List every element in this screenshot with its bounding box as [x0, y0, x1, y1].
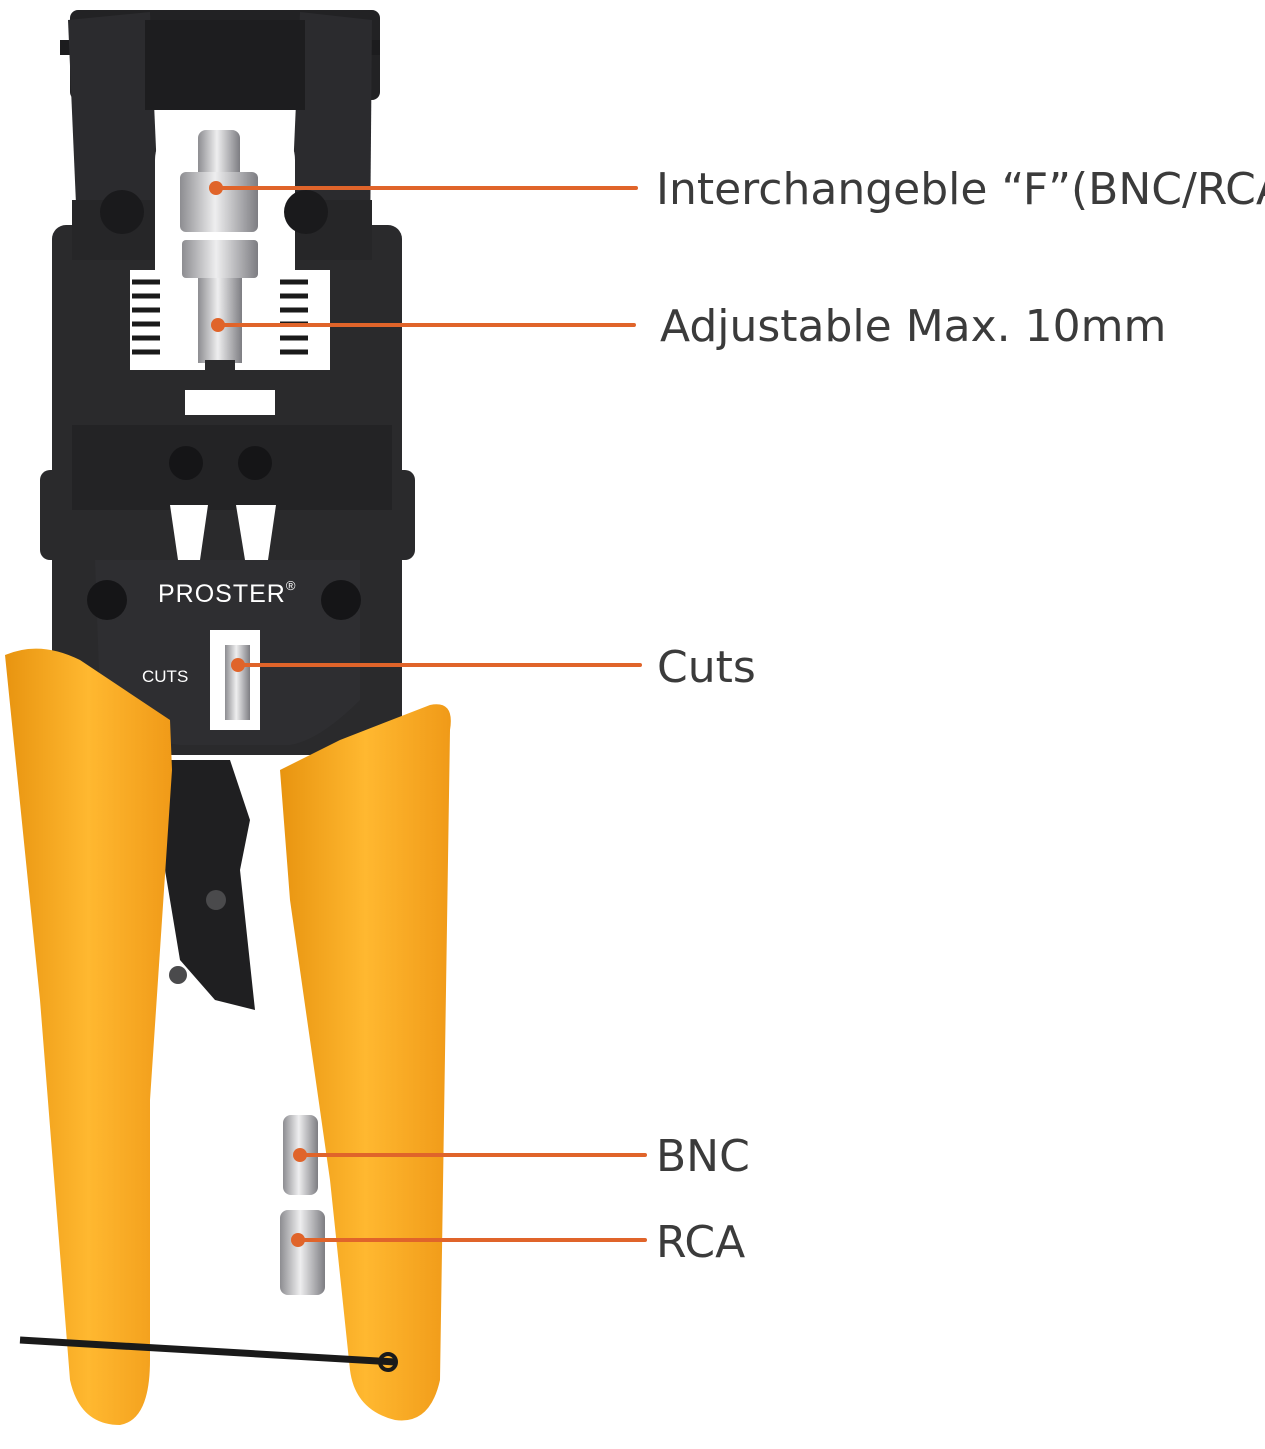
label-adjustable: Adjustable Max. 10mm: [660, 301, 1167, 352]
label-f-connector: Interchangeble “F”(BNC/RCA): [656, 164, 1265, 215]
pivot-pin: [100, 190, 144, 234]
handle-right: [280, 704, 451, 1421]
callout-dots: [209, 181, 307, 1247]
label-cuts: Cuts: [657, 642, 756, 693]
tool-head: PROSTER® CUTS: [40, 10, 415, 755]
brand-logo: PROSTER®: [158, 578, 296, 608]
pivot-pin: [284, 190, 328, 234]
label-bnc: BNC: [656, 1131, 750, 1182]
lock-ring: [19, 1336, 396, 1366]
rca-adjuster: [280, 1210, 325, 1295]
callout-lines: [214, 186, 647, 1242]
handle-left: [5, 648, 172, 1425]
label-rca: RCA: [656, 1217, 746, 1268]
inner-lever: [165, 760, 255, 1010]
spring-right: [280, 279, 308, 355]
cuts-marking: CUTS: [142, 667, 188, 686]
spring-left: [132, 279, 160, 355]
